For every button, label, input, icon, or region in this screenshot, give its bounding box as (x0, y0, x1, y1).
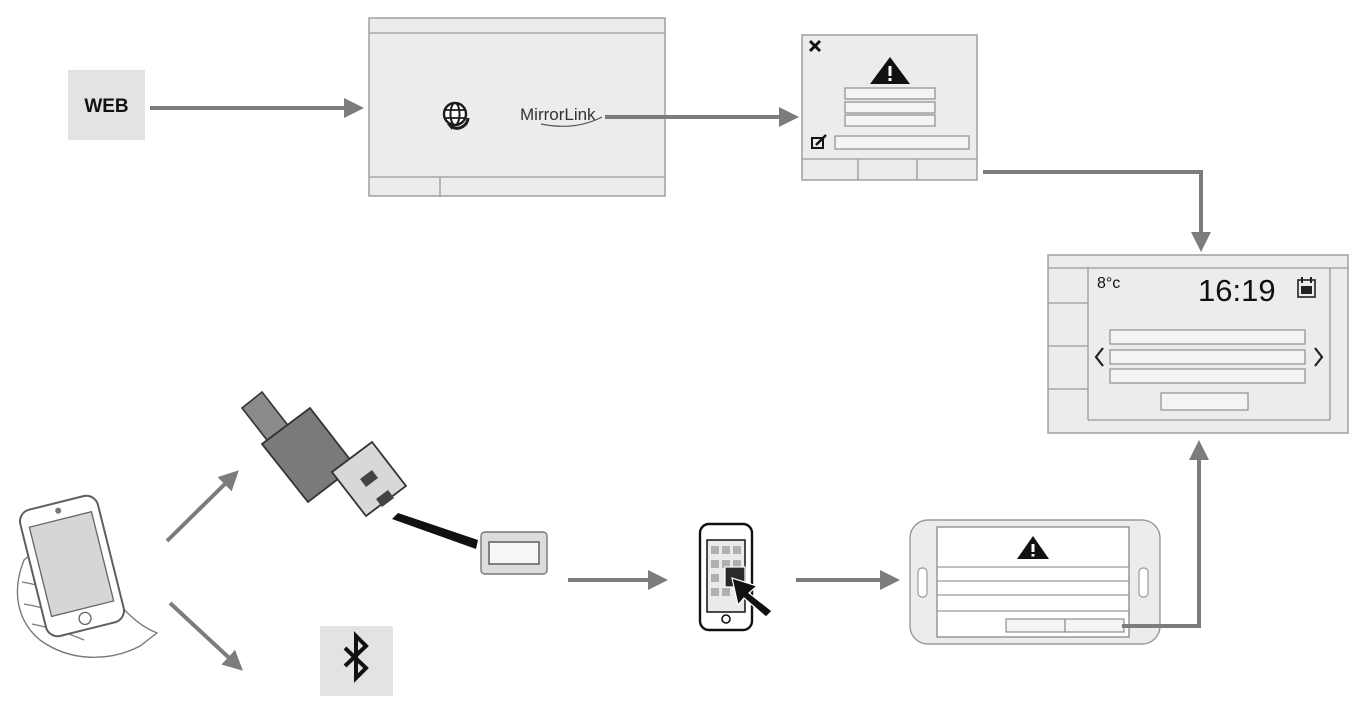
warning-dialog (801, 34, 978, 181)
mirrorlink-logo[interactable]: MirrorLink (520, 105, 596, 124)
temperature-readout: 8°c (1097, 275, 1120, 292)
dialog-field[interactable] (834, 135, 970, 150)
home-screen: 8°c 16:19 (1047, 254, 1349, 434)
arrow-dialog-to-home (983, 170, 1211, 252)
hand-phone-illustration (16, 494, 159, 659)
mirrorlink-screen: MirrorLink (368, 17, 666, 197)
usb-plug-icon (240, 390, 478, 549)
arrow-phone-to-bluetooth (168, 601, 243, 671)
confirm-field[interactable] (1160, 392, 1249, 411)
close-icon[interactable] (808, 39, 822, 53)
smartphone-icon (19, 494, 125, 638)
calendar-icon[interactable] (1297, 277, 1316, 298)
smartphone-icon (698, 522, 754, 632)
menu-field[interactable] (1109, 368, 1306, 384)
menu-field[interactable] (1109, 349, 1306, 365)
chevron-left-icon[interactable] (1094, 347, 1104, 367)
cursor-arrow-icon (731, 577, 773, 618)
cancel-field[interactable] (1005, 618, 1066, 633)
clock-time: 16:19 (1198, 273, 1276, 308)
dialog-field[interactable] (844, 87, 936, 100)
arrow-landscape-to-home (1122, 440, 1209, 628)
warning-icon (870, 57, 910, 84)
arrow-phone-to-usb (165, 470, 239, 543)
dialog-field[interactable] (844, 114, 936, 127)
dialog-field[interactable] (844, 101, 936, 114)
globe-icon[interactable] (442, 101, 470, 130)
menu-field[interactable] (1109, 329, 1306, 345)
accept-field[interactable] (1064, 618, 1125, 633)
chevron-right-icon[interactable] (1314, 347, 1324, 367)
bluetooth-icon (320, 626, 393, 696)
web-label: WEB (84, 96, 128, 117)
landscape-phone (909, 519, 1161, 645)
warning-icon (1017, 536, 1049, 559)
phone-app-selection (698, 522, 773, 632)
web-box: WEB (68, 70, 145, 140)
usb-port-icon[interactable] (480, 531, 548, 575)
edit-icon[interactable] (811, 134, 827, 149)
